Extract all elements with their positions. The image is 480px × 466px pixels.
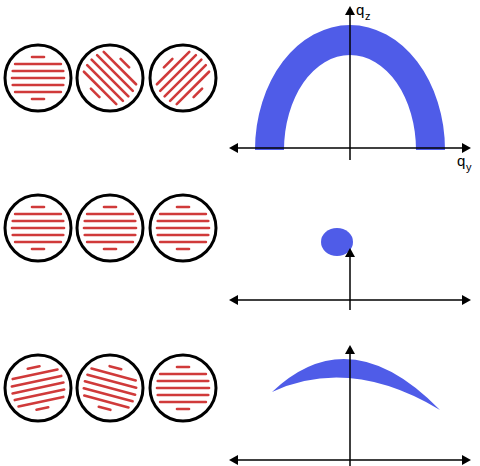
grain-outline [5, 45, 71, 111]
grain-outline [150, 355, 216, 421]
lamella-stripe [177, 206, 189, 209]
arrow-head [462, 295, 471, 305]
arrow-head [229, 295, 238, 305]
lamella-stripe [15, 91, 61, 94]
lamella-stripe [28, 366, 40, 368]
lamella-stripe [110, 366, 122, 369]
lamella-stripe [12, 227, 64, 230]
lamella-stripe [157, 387, 209, 390]
grain-outline [77, 45, 143, 111]
lamella-stripe [177, 408, 189, 411]
lamella-stripe [121, 59, 129, 67]
lamella-stripe [13, 220, 63, 223]
lamella-stripe [177, 72, 209, 104]
lamella-stripe [87, 65, 123, 101]
grain-outline [150, 45, 216, 111]
lamella-stripe [84, 72, 116, 104]
lamella-stripe [177, 248, 189, 251]
lamella-stripe [84, 388, 133, 401]
lamella-stripe [85, 220, 135, 223]
grain-outline [5, 355, 71, 421]
lamella-stripe [170, 65, 206, 101]
arrow-head [229, 455, 238, 465]
lamella-stripe [177, 366, 189, 369]
lamella-stripe [15, 63, 61, 66]
grain-outline [77, 355, 143, 421]
lamella-stripe [91, 89, 99, 97]
grain-outline [150, 195, 216, 261]
lamella-stripe [164, 59, 172, 67]
axis-subscript: y [466, 162, 472, 173]
lamella-stripe [160, 241, 206, 244]
grain-outline [77, 195, 143, 261]
lamellar-grain [5, 195, 71, 261]
lamella-stripe [160, 213, 206, 216]
lamella-stripe [160, 373, 206, 376]
lamella-stripe [32, 98, 44, 101]
lamella-stripe [13, 70, 63, 73]
qz-axis [349, 349, 351, 466]
arrow-head [345, 248, 355, 257]
lamella-stripe [84, 396, 128, 408]
qz-axis [349, 10, 351, 160]
lamella-stripe [12, 77, 64, 80]
grain-outline [5, 195, 71, 261]
lamella-stripe [157, 227, 209, 230]
lamella-stripe [160, 55, 196, 91]
lamella-stripe [84, 227, 136, 230]
qz-axis [349, 252, 351, 310]
lamellar-grain [77, 355, 143, 421]
lamella-stripe [99, 407, 111, 410]
lamella-stripe [160, 401, 206, 404]
lamella-stripe [15, 213, 61, 216]
lamellar-grain [5, 355, 71, 421]
lamella-stripe [97, 55, 133, 91]
lamella-stripe [158, 220, 208, 223]
lamella-stripe [85, 381, 135, 394]
lamellar-grain [150, 355, 216, 421]
lamella-stripe [36, 407, 48, 409]
lamella-stripe [13, 84, 63, 87]
lamella-stripe [92, 60, 129, 97]
lamella-stripe [32, 206, 44, 209]
lamella-stripe [165, 60, 202, 97]
lamella-stripe [104, 206, 116, 209]
lamella-stripe [158, 234, 208, 237]
lamella-stripe [194, 89, 202, 97]
lamella-stripe [104, 248, 116, 251]
arrow-head [345, 345, 355, 354]
lamella-stripe [32, 248, 44, 251]
lamella-stripe [19, 397, 64, 407]
axis-symbol: q [356, 2, 364, 17]
lamella-stripe [15, 241, 61, 244]
scattering-arc [272, 359, 440, 410]
axis-subscript: z [365, 11, 371, 22]
lamella-stripe [158, 394, 208, 397]
lamella-stripe [158, 380, 208, 383]
lamella-stripe [87, 213, 133, 216]
arrow-head [229, 143, 238, 153]
lamella-stripe [87, 375, 136, 388]
lamellar-grain [150, 45, 216, 111]
arrow-head [462, 143, 471, 153]
lamellar-grain [150, 195, 216, 261]
axis-pair [229, 345, 471, 466]
arrow-head [462, 455, 471, 465]
lamella-stripe [13, 234, 63, 237]
axis-symbol: q [457, 153, 465, 168]
lamella-stripe [32, 56, 44, 59]
axis-pair [229, 248, 471, 310]
lamellar-grain [77, 45, 143, 111]
lamellar-grain [77, 195, 143, 261]
lamella-stripe [85, 234, 135, 237]
lamella-stripe [87, 241, 133, 244]
lamellar-grain [5, 45, 71, 111]
axis-pair [229, 6, 471, 160]
arrow-head [345, 6, 355, 15]
